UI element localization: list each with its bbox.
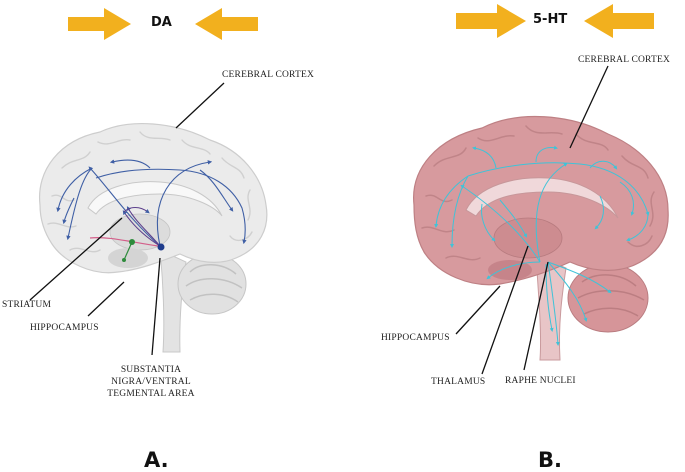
panel-b-brain	[413, 115, 669, 361]
neurotransmitter-label-da: DA	[151, 15, 172, 30]
label-hippocampus-a: HIPPOCAMPUS	[30, 323, 99, 333]
right-pointing-arrow-icon	[68, 8, 131, 40]
panel-letter-b: B.	[538, 448, 562, 472]
panel-a-pathways	[56, 159, 247, 262]
label-substantia-line-2: NIGRA/VENTRAL	[111, 377, 191, 387]
label-substantia-line-3: TEGMENTAL AREA	[107, 389, 195, 399]
neurotransmitter-label-5ht: 5-HT	[533, 12, 568, 27]
label-cerebral-cortex-b: CEREBRAL CORTEX	[578, 55, 671, 65]
label-cerebral-cortex-a: CEREBRAL CORTEX	[222, 70, 315, 80]
panel-b-leader-lines	[455, 65, 609, 375]
panel-letter-a: A.	[144, 448, 169, 472]
label-hippocampus-b: HIPPOCAMPUS	[381, 333, 450, 343]
left-pointing-arrow-icon	[195, 8, 258, 40]
panel-a-arrows	[68, 8, 258, 40]
panel-b-arrows	[456, 4, 654, 38]
right-pointing-arrow-icon	[456, 4, 526, 38]
panel-a-leader-lines	[29, 82, 225, 356]
label-striatum: STRIATUM	[2, 300, 52, 310]
label-thalamus: THALAMUS	[431, 377, 486, 387]
left-pointing-arrow-icon	[584, 4, 654, 38]
label-raphe-nuclei: RAPHE NUCLEI	[505, 376, 576, 386]
label-substantia-nigra-vta: SUBSTANTIA NIGRA/VENTRAL TEGMENTAL AREA	[96, 364, 206, 400]
panel-b-pathways	[434, 145, 650, 346]
label-substantia-line-1: SUBSTANTIA	[120, 365, 182, 375]
